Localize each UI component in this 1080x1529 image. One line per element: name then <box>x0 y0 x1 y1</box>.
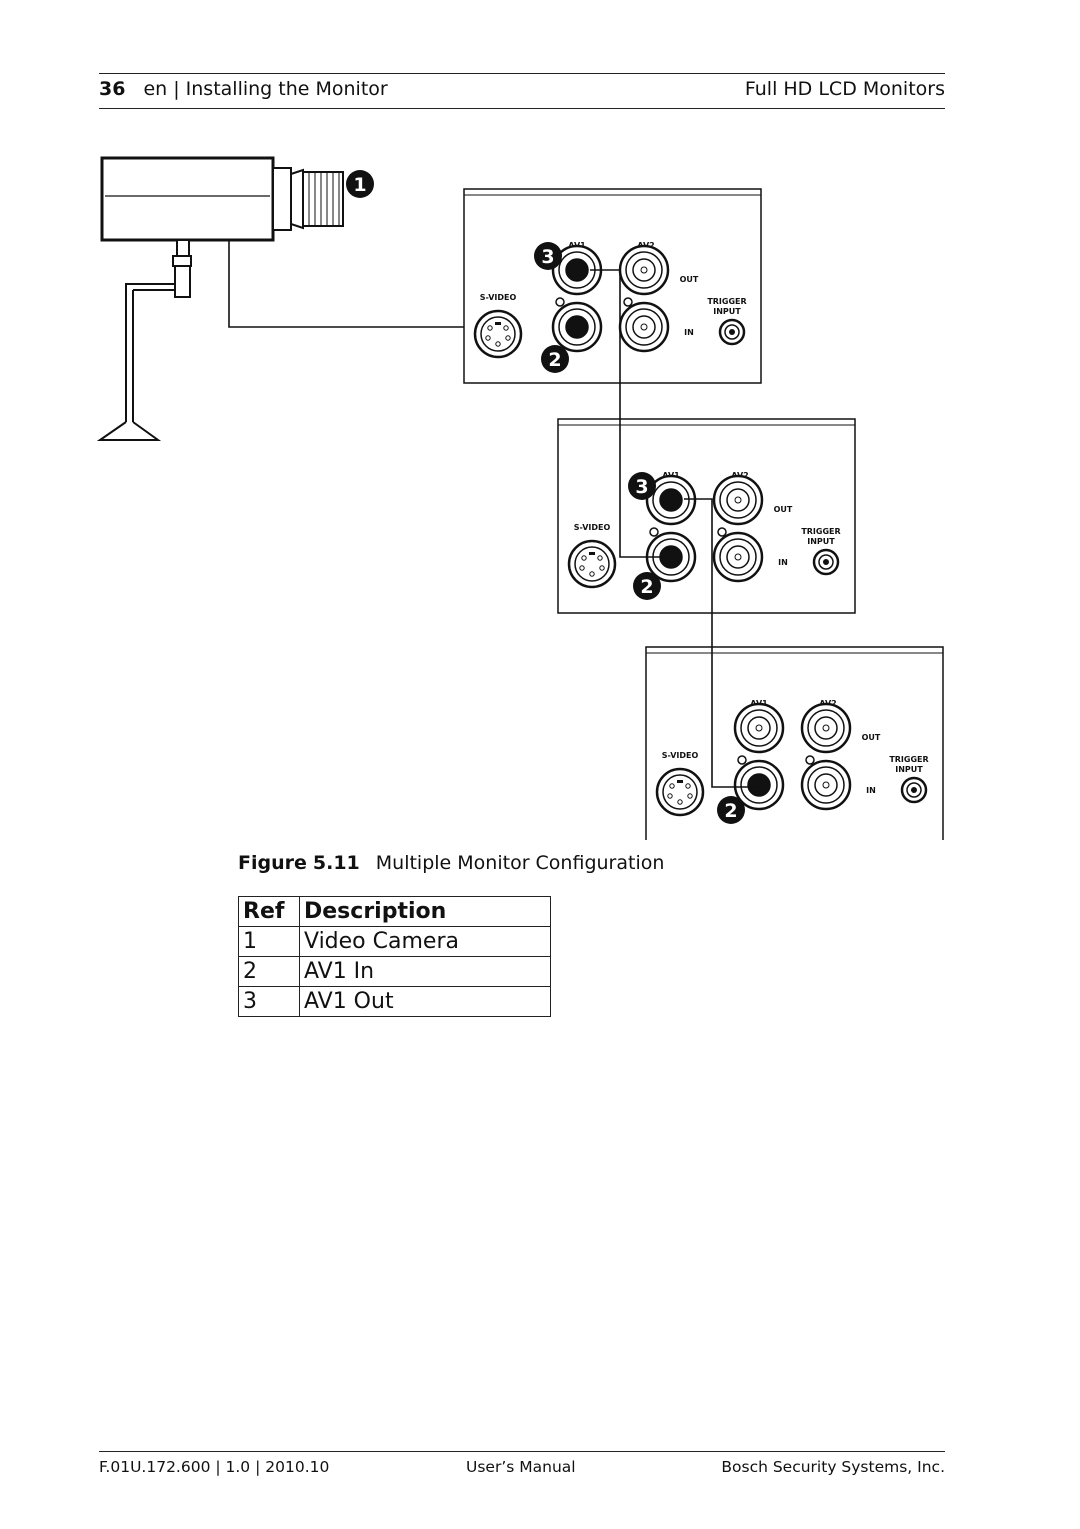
trigger-input-jack <box>900 776 928 804</box>
av1-out-connector <box>645 474 697 526</box>
trigger-input-jack <box>812 548 840 576</box>
av2-out-connector <box>712 474 764 526</box>
trigger-label: TRIGGER <box>707 297 746 306</box>
product-title: Full HD LCD Monitors <box>744 78 945 100</box>
av1-out-connector <box>733 702 785 754</box>
callout-3: 3 <box>534 242 562 270</box>
svg-text:1: 1 <box>353 174 366 196</box>
column-header-ref: Ref <box>238 896 300 927</box>
company-name: Bosch Security Systems, Inc. <box>721 1458 945 1476</box>
input-label: INPUT <box>713 307 741 316</box>
table-cell-ref: 3 <box>238 986 300 1017</box>
trigger-label: TRIGGER <box>889 755 928 764</box>
table-row: 1 Video Camera <box>238 926 551 957</box>
in-label: IN <box>866 786 876 795</box>
chain-cable-2 <box>684 498 760 788</box>
svideo-label: S-VIDEO <box>480 293 517 302</box>
svg-text:2: 2 <box>640 576 653 598</box>
indicator-led <box>717 527 727 537</box>
header-top-rule <box>99 73 945 74</box>
svg-text:2: 2 <box>548 349 561 371</box>
svideo-connector <box>567 539 617 589</box>
indicator-led <box>649 527 659 537</box>
av2-in-connector <box>618 301 670 353</box>
input-label: INPUT <box>807 537 835 546</box>
av2-in-connector <box>712 531 764 583</box>
footer-rule <box>99 1451 945 1452</box>
svideo-connector <box>655 767 705 817</box>
svg-text:3: 3 <box>635 476 648 498</box>
camera-cable <box>228 241 578 328</box>
av1-out-connector <box>551 244 603 296</box>
svideo-label: S-VIDEO <box>574 523 611 532</box>
out-label: OUT <box>680 275 699 284</box>
av2-in-connector <box>800 759 852 811</box>
table-row: 2 AV1 In <box>238 956 551 987</box>
av2-out-connector <box>800 702 852 754</box>
callout-2: 2 <box>717 796 745 824</box>
table-cell-description: AV1 In <box>299 956 551 987</box>
svideo-label: S-VIDEO <box>662 751 699 760</box>
callout-2: 2 <box>633 572 661 600</box>
av1-in-connector <box>551 301 603 353</box>
callout-3: 3 <box>628 472 656 500</box>
figure-label: Figure <box>238 852 307 874</box>
indicator-led <box>737 755 747 765</box>
video-camera <box>96 156 344 441</box>
document-type: User’s Manual <box>466 1458 576 1476</box>
table-cell-description: Video Camera <box>299 926 551 957</box>
chain-cable-1 <box>590 269 671 558</box>
table-cell-ref: 2 <box>238 956 300 987</box>
table-row: 3 AV1 Out <box>238 986 551 1017</box>
svideo-connector <box>473 309 523 359</box>
svg-text:3: 3 <box>541 246 554 268</box>
in-label: IN <box>684 328 694 337</box>
running-header-left: 36 en | Installing the Monitor <box>99 77 388 101</box>
svg-text:2: 2 <box>724 800 737 822</box>
figure-title: Multiple Monitor Configuration <box>375 852 665 874</box>
table-header-row: Ref Description <box>238 896 551 927</box>
indicator-led <box>623 297 633 307</box>
av2-out-connector <box>618 244 670 296</box>
indicator-led <box>805 755 815 765</box>
figure-number: 5.11 <box>312 852 360 874</box>
document-id: F.01U.172.600 | 1.0 | 2010.10 <box>99 1458 330 1476</box>
in-label: IN <box>778 558 788 567</box>
indicator-led <box>555 297 565 307</box>
page-number: 36 <box>99 78 126 100</box>
section-title: en | Installing the Monitor <box>143 78 388 100</box>
table-cell-ref: 1 <box>238 926 300 957</box>
column-header-description: Description <box>299 896 551 927</box>
reference-table: Ref Description 1 Video Camera 2 AV1 In … <box>238 896 551 1017</box>
out-label: OUT <box>862 733 881 742</box>
input-label: INPUT <box>895 765 923 774</box>
trigger-label: TRIGGER <box>801 527 840 536</box>
out-label: OUT <box>774 505 793 514</box>
header-bottom-rule <box>99 108 945 109</box>
trigger-input-jack <box>718 318 746 346</box>
callout-1: 1 <box>346 170 374 198</box>
callout-2: 2 <box>541 345 569 373</box>
table-cell-description: AV1 Out <box>299 986 551 1017</box>
av1-in-connector <box>733 759 785 811</box>
